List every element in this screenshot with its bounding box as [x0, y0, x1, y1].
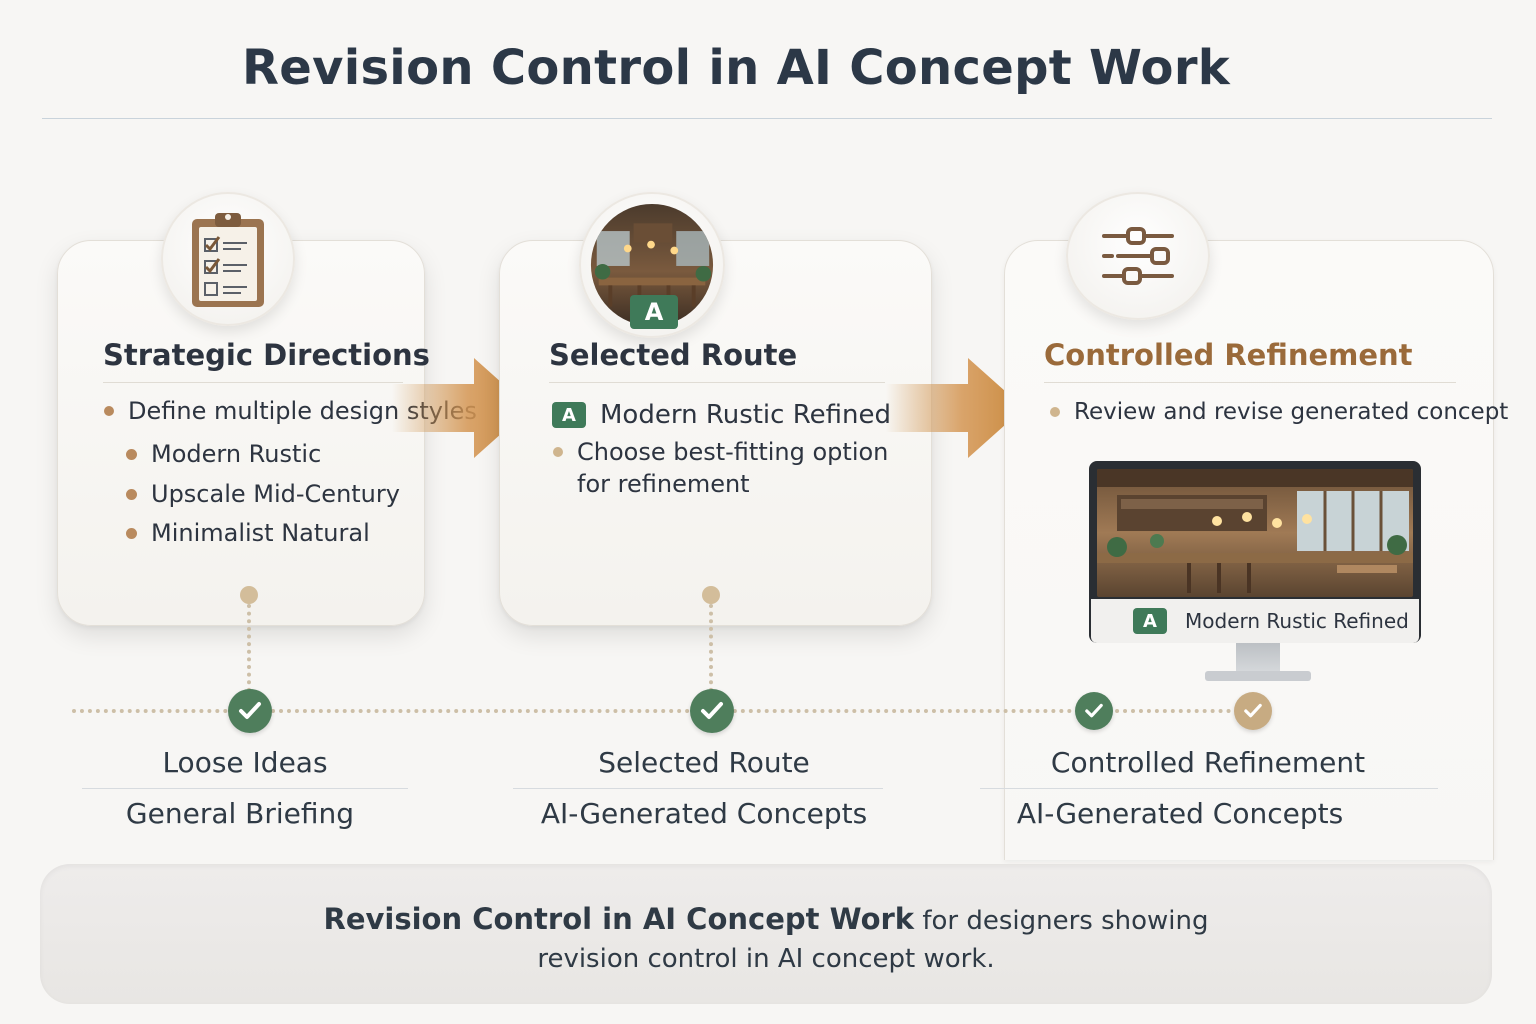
- bullet-dot: [126, 449, 137, 460]
- clipboard-checklist-icon: [161, 192, 295, 326]
- monitor-caption: A Modern Rustic Refined: [1091, 599, 1419, 643]
- refinement-bullet: Review and revise generated concept: [1050, 396, 1508, 428]
- monitor-caption-label: Modern Rustic Refined: [1185, 609, 1409, 633]
- monitor-a-badge: A: [1133, 608, 1167, 634]
- caption-panel: Revision Control in AI Concept Work for …: [40, 864, 1492, 1004]
- style-item-label: Upscale Mid-Century: [151, 480, 400, 508]
- route-bullet: Choose best-fitting option for refinemen…: [553, 436, 888, 500]
- monitor-stand: [1236, 643, 1280, 673]
- style-item-label: Modern Rustic: [151, 440, 322, 468]
- timeline-sublabel: AI-Generated Concepts: [1016, 797, 1344, 830]
- bullet-text: Review and revise generated concept: [1074, 399, 1509, 425]
- caption-title: Revision Control in AI Concept Work: [323, 902, 915, 936]
- option-a-badge: A: [552, 402, 586, 428]
- timeline-sublabel: AI-Generated Concepts: [540, 797, 868, 830]
- check-icon: [1075, 692, 1113, 730]
- check-icon: [690, 689, 734, 733]
- timeline-label-divider: [82, 788, 408, 789]
- selected-option-label: Modern Rustic Refined: [600, 400, 891, 430]
- bullet-text: Choose best-fitting option for refinemen…: [577, 436, 888, 500]
- sliders-adjust-icon: [1066, 192, 1210, 320]
- flow-arrow-icon: [392, 356, 532, 460]
- bullet-line: for refinement: [577, 470, 750, 498]
- card-divider: [1044, 382, 1456, 383]
- caption-line: Revision Control in AI Concept Work for …: [40, 902, 1492, 936]
- flow-arrow-icon: [886, 356, 1026, 460]
- bullet-dot: [126, 489, 137, 500]
- timeline-label-divider: [513, 788, 883, 789]
- style-item-label: Minimalist Natural: [151, 519, 370, 547]
- bullet-line: Choose best-fitting option: [577, 438, 889, 466]
- timeline-connector: [247, 604, 251, 692]
- selected-option: A Modern Rustic Refined: [552, 400, 891, 430]
- bullet-dot: [1050, 407, 1060, 417]
- card-title: Strategic Directions: [103, 338, 430, 372]
- timeline-line: [72, 709, 1232, 713]
- bullet-dot: [553, 447, 563, 457]
- timeline-label: Selected Route: [598, 746, 810, 779]
- timeline-label-divider: [980, 788, 1438, 789]
- timeline-label: Controlled Refinement: [1050, 746, 1366, 779]
- concept-preview-image: [1097, 469, 1413, 597]
- timeline-pin: [240, 586, 258, 604]
- card-title: Selected Route: [549, 338, 798, 372]
- style-item: Upscale Mid-Century: [126, 478, 400, 510]
- style-item: Modern Rustic: [126, 438, 321, 470]
- card-title: Controlled Refinement: [1044, 338, 1413, 372]
- timeline-sublabel: General Briefing: [125, 797, 355, 830]
- restaurant-thumbnail-icon: [579, 192, 725, 338]
- title-divider: [42, 118, 1492, 119]
- route-a-badge: A: [630, 295, 678, 329]
- concept-preview-monitor: A Modern Rustic Refined: [1089, 461, 1421, 643]
- bullet-dot: [126, 528, 137, 539]
- card-selected-route: [499, 240, 932, 626]
- timeline-connector: [709, 604, 713, 692]
- caption-text: for designers showing: [914, 906, 1209, 936]
- style-item: Minimalist Natural: [126, 517, 370, 549]
- monitor-stand-base: [1205, 671, 1311, 681]
- timeline-pin: [702, 586, 720, 604]
- page-title: Revision Control in AI Concept Work: [241, 40, 1231, 96]
- card-divider: [549, 382, 885, 383]
- timeline-label: Loose Ideas: [162, 746, 328, 779]
- card-divider: [103, 382, 403, 383]
- check-icon: [228, 689, 272, 733]
- check-pending-icon: [1234, 692, 1272, 730]
- caption-line: revision control in AI concept work.: [537, 944, 995, 974]
- bullet-dot: [104, 406, 114, 416]
